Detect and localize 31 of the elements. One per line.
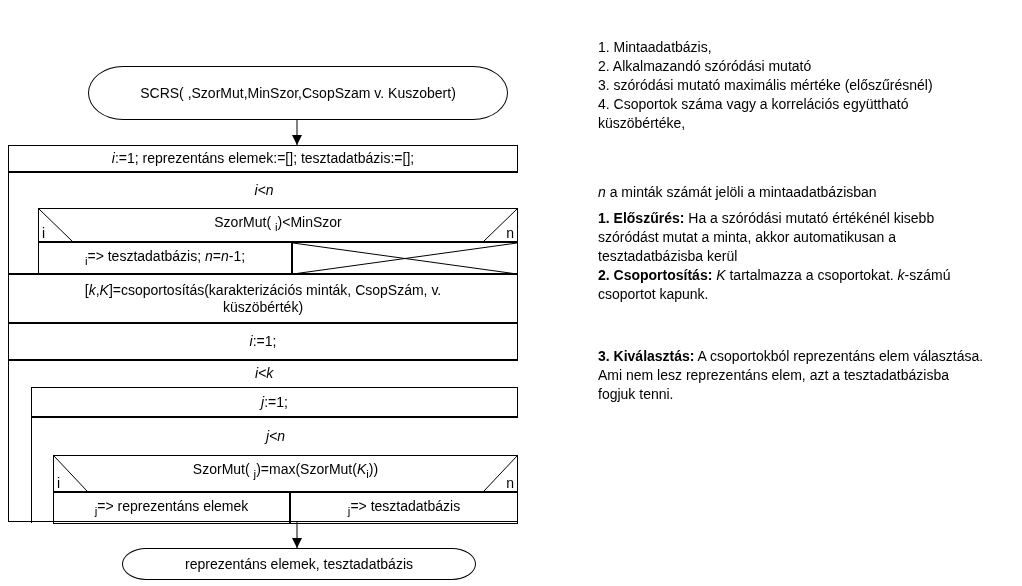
statement-box: $_{i}$=> tesztadatbázis; n=n-1;	[38, 242, 292, 275]
loop-condition: i<n	[254, 181, 274, 198]
condition-box	[38, 208, 518, 242]
loop-block	[31, 417, 518, 523]
parameter-list-item: 1. Mintaadatbázis,	[598, 38, 713, 57]
statement-box: [k,K]=csoportosítás(karakterizációs minták, CsopSzám, v. küszöbérték)	[8, 274, 518, 323]
branch-marker: i	[57, 475, 61, 491]
empty-branch-box	[292, 242, 518, 275]
statement-box: i:=1; reprezentáns elemek:=[]; tesztadatbázis:=[];	[8, 145, 518, 172]
branch-marker: i	[42, 225, 46, 241]
parameter-list-item: 3. szóródási mutató maximális mértéke (előszűrésnél)	[598, 76, 934, 95]
parameter-list-item: 4. Csoportok száma vagy a korrelációs együttható küszöbértéke,	[598, 95, 910, 133]
condition-text: SzorMut( $_{j}$)=max(SzorMut(K$_{i}$))	[191, 461, 380, 480]
loop-condition: i<k	[255, 365, 274, 381]
parameter-list-item: 2. Alkalmazandó szóródási mutató	[598, 57, 813, 76]
branch-marker: n	[506, 225, 514, 241]
statement-box: j:=1;	[31, 387, 518, 417]
condition-text: SzorMut( $_{i}$)<MinSzor	[213, 214, 343, 233]
note-text: n a minták számát jelöli a mintaadatbázisban	[598, 183, 878, 202]
statement-box: $_{j}$=> reprezentáns elemek	[53, 492, 290, 524]
loop-block	[8, 172, 518, 274]
condition-box	[53, 455, 518, 492]
arrow	[292, 119, 302, 146]
statement-box: i:=1;	[8, 323, 518, 360]
arrow	[292, 521, 302, 549]
loop-block	[8, 360, 518, 522]
branch-marker: n	[506, 475, 514, 491]
step-note: 3. Kiválasztás: A csoportokból reprezentáns elem választása. Ami nem lesz reprezentáns elem, azt a tesztadatbázisba fogjuk tenni.	[598, 347, 985, 404]
step-note: 2. Csoportosítás: K tartalmazza a csoportokat. k-számú csoportot kapunk.	[598, 266, 952, 304]
statement-box: $_{j}$=> tesztadatbázis	[290, 492, 518, 524]
loop-condition: j<n	[266, 427, 286, 444]
